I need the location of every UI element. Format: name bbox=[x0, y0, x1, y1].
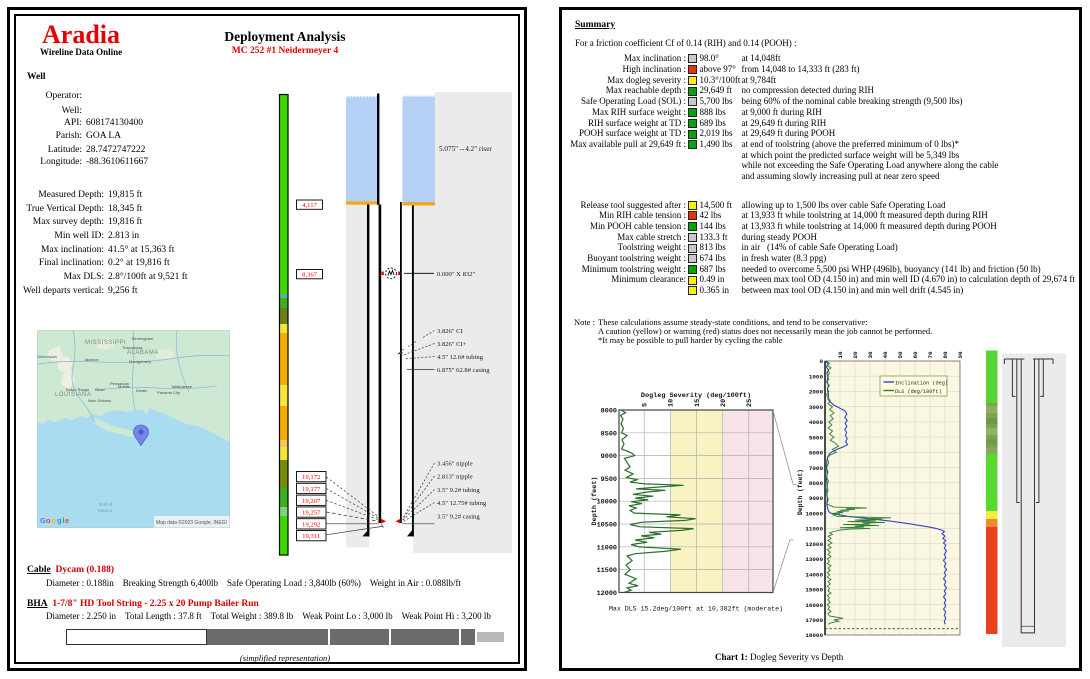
svg-text:7000: 7000 bbox=[809, 465, 824, 472]
svg-text:Montgomery: Montgomery bbox=[129, 359, 151, 364]
svg-text:3.826" CI: 3.826" CI bbox=[437, 328, 463, 335]
svg-text:Mobile: Mobile bbox=[118, 384, 131, 389]
svg-text:Tuscaloosa: Tuscaloosa bbox=[122, 345, 143, 350]
svg-text:2000: 2000 bbox=[809, 389, 824, 396]
svg-text:DLS (deg/100ft): DLS (deg/100ft) bbox=[895, 389, 942, 395]
svg-text:18000: 18000 bbox=[805, 632, 823, 639]
svg-text:5: 5 bbox=[642, 403, 650, 407]
svg-text:16000: 16000 bbox=[805, 602, 823, 609]
svg-text:Depth (feet): Depth (feet) bbox=[591, 477, 599, 526]
svg-text:20: 20 bbox=[720, 399, 728, 407]
svg-text:8000: 8000 bbox=[601, 408, 617, 416]
svg-text:19,311: 19,311 bbox=[302, 533, 320, 540]
svg-text:3.5" 9.2# casing: 3.5" 9.2# casing bbox=[437, 514, 480, 521]
svg-text:Baton Rouge: Baton Rouge bbox=[66, 387, 90, 392]
svg-text:25: 25 bbox=[746, 399, 754, 407]
svg-text:15000: 15000 bbox=[805, 587, 823, 594]
svg-text:20: 20 bbox=[852, 351, 859, 359]
svg-text:8,367: 8,367 bbox=[302, 272, 318, 279]
svg-text:Jackson: Jackson bbox=[84, 357, 99, 362]
svg-text:o: o bbox=[46, 516, 51, 525]
svg-text:3000: 3000 bbox=[809, 404, 824, 411]
svg-text:19,207: 19,207 bbox=[302, 498, 321, 505]
svg-text:40: 40 bbox=[882, 351, 889, 359]
svg-text:50: 50 bbox=[897, 351, 904, 359]
svg-text:0.000" X 832": 0.000" X 832" bbox=[437, 271, 475, 278]
svg-text:3.826" CI+: 3.826" CI+ bbox=[437, 341, 467, 348]
svg-text:Panama City: Panama City bbox=[157, 390, 180, 395]
svg-text:10: 10 bbox=[837, 351, 844, 359]
svg-text:Biloxi: Biloxi bbox=[95, 387, 105, 392]
svg-text:11000: 11000 bbox=[805, 526, 823, 533]
svg-text:10: 10 bbox=[668, 399, 676, 407]
svg-text:Dogleg Severity (deg/100ft): Dogleg Severity (deg/100ft) bbox=[641, 392, 751, 400]
svg-text:10500: 10500 bbox=[597, 522, 617, 530]
svg-text:9000: 9000 bbox=[809, 495, 824, 502]
svg-text:14000: 14000 bbox=[805, 571, 823, 578]
svg-text:Gulf of: Gulf of bbox=[99, 502, 113, 507]
svg-text:Mexico: Mexico bbox=[98, 508, 113, 513]
svg-text:15: 15 bbox=[694, 399, 702, 407]
svg-text:17000: 17000 bbox=[805, 617, 823, 624]
svg-text:1000: 1000 bbox=[809, 373, 824, 380]
svg-text:13000: 13000 bbox=[805, 556, 823, 563]
svg-text:Map data ©2023 Google, INEGI: Map data ©2023 Google, INEGI bbox=[156, 519, 227, 526]
svg-text:19,292: 19,292 bbox=[302, 521, 320, 528]
svg-text:2.813" nipple: 2.813" nipple bbox=[437, 474, 473, 481]
svg-text:g: g bbox=[57, 516, 62, 525]
svg-text:70: 70 bbox=[927, 351, 934, 359]
svg-text:11500: 11500 bbox=[597, 567, 617, 575]
svg-text:3.456" nipple: 3.456" nipple bbox=[437, 461, 473, 468]
svg-text:Birmingham: Birmingham bbox=[132, 336, 154, 341]
svg-text:Destin: Destin bbox=[136, 388, 147, 393]
svg-text:90: 90 bbox=[957, 351, 964, 359]
svg-text:MISSISSIPPI: MISSISSIPPI bbox=[85, 340, 126, 346]
svg-text:G: G bbox=[40, 516, 46, 525]
svg-text:12000: 12000 bbox=[805, 541, 823, 548]
svg-text:Shreveport: Shreveport bbox=[37, 354, 57, 359]
svg-text:9500: 9500 bbox=[601, 476, 617, 484]
svg-text:l: l bbox=[63, 516, 65, 525]
svg-text:4.5" 12.75# tubing: 4.5" 12.75# tubing bbox=[437, 500, 487, 507]
svg-text:19,177: 19,177 bbox=[302, 486, 321, 493]
svg-text:30: 30 bbox=[867, 351, 874, 359]
svg-text:8500: 8500 bbox=[601, 430, 617, 438]
svg-text:Inclination (deg): Inclination (deg) bbox=[895, 380, 948, 386]
svg-text:80: 80 bbox=[942, 351, 949, 359]
svg-text:Depth (feet): Depth (feet) bbox=[797, 469, 804, 515]
svg-text:19,172: 19,172 bbox=[302, 474, 320, 481]
svg-text:4000: 4000 bbox=[809, 419, 824, 426]
svg-text:e: e bbox=[65, 516, 69, 525]
svg-text:6000: 6000 bbox=[809, 450, 824, 457]
svg-text:11000: 11000 bbox=[597, 544, 617, 552]
svg-text:Pensacola: Pensacola bbox=[110, 381, 129, 386]
svg-text:6.875" 62.8# casing: 6.875" 62.8# casing bbox=[437, 367, 490, 374]
svg-text:ALABAMA: ALABAMA bbox=[127, 350, 159, 356]
svg-text:3.5" 9.2# tubing: 3.5" 9.2# tubing bbox=[437, 487, 480, 494]
svg-text:10000: 10000 bbox=[805, 510, 823, 517]
svg-text:4,117: 4,117 bbox=[302, 202, 317, 209]
svg-text:12000: 12000 bbox=[597, 590, 617, 598]
svg-text:Tallahassee: Tallahassee bbox=[171, 384, 193, 389]
svg-text:10000: 10000 bbox=[597, 499, 617, 507]
svg-text:8000: 8000 bbox=[809, 480, 824, 487]
svg-text:60: 60 bbox=[912, 351, 919, 359]
svg-text:0: 0 bbox=[819, 358, 823, 365]
svg-text:5.075"→4.2" riser: 5.075"→4.2" riser bbox=[439, 145, 492, 153]
svg-text:9000: 9000 bbox=[601, 453, 617, 461]
svg-text:o: o bbox=[52, 516, 57, 525]
svg-text:19,257: 19,257 bbox=[302, 510, 321, 517]
svg-text:LOUISIANA: LOUISIANA bbox=[55, 392, 92, 398]
svg-text:4.5" 12.6# tubing: 4.5" 12.6# tubing bbox=[437, 354, 484, 361]
svg-text:New Orleans: New Orleans bbox=[88, 398, 111, 403]
svg-text:5000: 5000 bbox=[809, 434, 824, 441]
svg-text:Max DLS 15.2deg/100ft at 10,38: Max DLS 15.2deg/100ft at 10,382ft (moder… bbox=[609, 606, 783, 613]
